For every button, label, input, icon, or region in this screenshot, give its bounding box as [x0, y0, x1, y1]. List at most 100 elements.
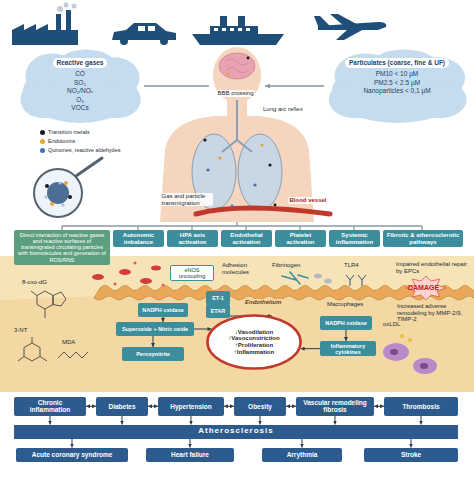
pollutant-cloud: Reactive gasesCO SO₂NO₂/NOₓO₃VOCs	[18, 48, 142, 126]
node-text: Nanoparticles < 0,1 µM	[363, 87, 430, 94]
effect-box: Autonomic imbalance	[113, 230, 164, 247]
emission-icons	[12, 10, 386, 45]
annotation-label: Increased adverse remodeling by MMP-2/9,…	[396, 303, 474, 323]
effect-box: Systemic inflammation	[329, 230, 380, 247]
icon-windows	[138, 26, 250, 31]
connector-arrow	[411, 439, 412, 448]
node-text: Systemic inflammation	[331, 232, 378, 245]
brain-folds	[225, 59, 249, 73]
annotation-label: Macrophages	[326, 301, 364, 308]
disease-box: Heart failure	[146, 448, 234, 462]
connector-arrow	[50, 416, 51, 425]
connector-arrow	[302, 439, 303, 448]
pathway-box: Superoxide + Nitric oxide	[116, 322, 194, 336]
magnifier-lens	[34, 169, 82, 217]
node-text: Atherosclerosis	[198, 427, 273, 436]
outcome-oval: ↓Vasodilation↑Vasoconstriction↑Prolifera…	[206, 314, 302, 370]
connector-arrow	[421, 416, 422, 425]
connector-arrow	[148, 406, 158, 407]
disease-box: Diabetes	[96, 397, 148, 416]
damage-burst	[406, 276, 446, 300]
head	[213, 47, 261, 103]
disease-box: Hypertension	[158, 397, 224, 416]
legend-entry: Transition metals	[40, 129, 90, 135]
connector-arrow	[286, 406, 296, 407]
ros-dots	[114, 262, 165, 287]
legend-swatch	[40, 130, 45, 135]
node-text: ↑Proliferation	[235, 342, 273, 349]
pathway-box: ETAR	[206, 304, 230, 318]
pathway-box: Peroxynitrite	[122, 347, 184, 361]
node-text: Obesity	[248, 403, 272, 410]
node-text: Direct interaction of reactive gases and…	[17, 232, 107, 263]
disease-box: Arrythmia	[262, 448, 342, 462]
particle-core	[47, 182, 69, 204]
effect-box: Endothelial activation	[221, 230, 272, 247]
annotation-label: Gas and particle transmigration	[160, 193, 213, 206]
mechanism-box: Direct interaction of reactive gases and…	[14, 230, 110, 265]
legend-text: Quinones, reactive aldehydes	[48, 147, 120, 153]
annotation-label: MDA	[62, 339, 75, 346]
cloud-heading: Particulates (coarse, fine & UF)	[345, 58, 449, 68]
effect-box: Platelet activation	[275, 230, 326, 247]
node-text: O₃	[76, 96, 84, 103]
connector-arrow	[374, 406, 384, 407]
node-text: NADPH oxidase	[325, 320, 367, 326]
annotation-label: Blood vessel	[288, 197, 328, 204]
node-text: eNOS uncoupling	[173, 267, 211, 279]
exposure-arrow	[144, 85, 324, 86]
node-text: Hypertension	[170, 403, 212, 410]
vessel-wall	[0, 296, 474, 392]
legend-text: Endotoxins	[48, 138, 75, 144]
annotation-label: Lung arc reflex	[263, 106, 303, 113]
node-text: Diabetes	[108, 403, 135, 410]
node-text: ↑Inflammation	[234, 349, 274, 356]
trachea	[222, 100, 252, 152]
node-text: Autonomic imbalance	[115, 232, 162, 245]
particle-surface	[44, 181, 72, 207]
disease-box: Vascular remodeling fibrosis	[296, 397, 374, 416]
connector-arrow	[190, 439, 191, 448]
node-text: Vascular remodeling fibrosis	[299, 399, 371, 414]
connector-arrow	[335, 416, 336, 425]
node-text: Acute coronary syndrome	[32, 451, 113, 458]
magnifier-handle	[76, 158, 102, 176]
connector-arrow	[224, 406, 234, 407]
node-text: Fibrotic & atherosclerotic pathways	[385, 232, 461, 245]
connector-arrow	[301, 348, 320, 349]
disease-box: Thrombosis	[384, 397, 458, 416]
annotation-label: BBB crossing	[216, 90, 255, 97]
node-text: Platelet activation	[277, 232, 324, 245]
node-text: PM10 < 10 µM	[376, 70, 419, 77]
effect-box: HPA axis activation	[167, 230, 218, 247]
particles	[203, 57, 276, 208]
node-text: Endothelial activation	[223, 232, 270, 245]
connector-arrow	[191, 416, 192, 425]
annotation-label: 3-NT	[14, 327, 27, 334]
pathway-box: NADPH oxidase	[138, 303, 188, 317]
node-text: Thrombosis	[402, 403, 439, 410]
node-text: Arrythmia	[287, 451, 318, 458]
annotation-label: Fibrinogen	[272, 262, 300, 269]
connector-arrow	[72, 439, 73, 448]
cloud-heading: Reactive gases	[53, 58, 108, 68]
node-text: NADPH oxidase	[142, 307, 184, 313]
node-text: NO₂/NOₓ	[67, 87, 93, 94]
pathway-box: NADPH oxidase	[320, 316, 372, 330]
node-text: ET-1	[212, 295, 224, 301]
node-text: Superoxide + Nitric oxide	[122, 326, 188, 332]
disease-box: Obesity	[234, 397, 286, 416]
disease-bar: Atherosclerosis	[14, 425, 458, 439]
node-text: Peroxynitrite	[136, 351, 170, 357]
node-text: HPA axis activation	[169, 232, 216, 245]
smoke	[57, 3, 77, 13]
node-text: Inflammatory cytokines	[322, 343, 374, 355]
connector-arrow	[122, 416, 123, 425]
node-text: VOCs	[71, 104, 88, 111]
legend-entry: Quinones, reactive aldehydes	[40, 147, 120, 153]
connector-arrow	[153, 336, 154, 347]
branch-line	[62, 222, 422, 230]
connector-arrow	[260, 416, 261, 425]
node-text: CO	[75, 70, 85, 77]
node-text: SO₂	[74, 79, 86, 86]
